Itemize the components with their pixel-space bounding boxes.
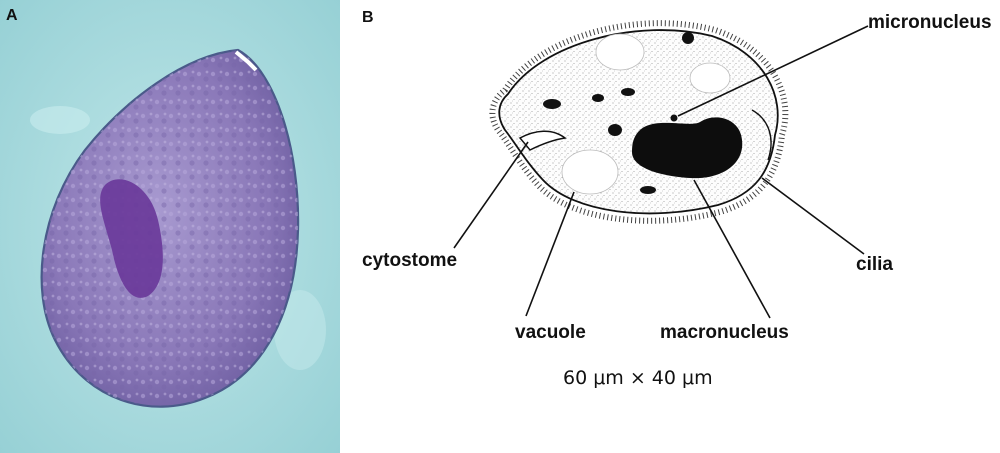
cell-texture [41,50,299,407]
label-micronucleus: micronucleus [868,12,992,33]
granule [682,32,694,44]
leader-cytostome [453,141,529,249]
micrograph-macronucleus [100,179,163,298]
panel-letter-b: B [362,9,374,26]
granule [592,94,604,102]
granule [621,88,635,96]
label-macronucleus: macronucleus [660,322,789,343]
right-fold [751,109,772,161]
background-blob [274,290,326,370]
granule [608,124,622,136]
leader-micronucleus [677,25,869,117]
leader-macronucleus [693,179,771,319]
vacuole-shape [561,149,619,195]
cilia-fringe [489,20,789,224]
vacuole-shape [595,33,645,71]
cytostome-fold [518,130,567,151]
panel-letter-a: A [6,7,18,24]
leader-cilia [761,177,865,255]
label-cilia: cilia [856,254,893,275]
micronucleus-shape [670,114,678,122]
diagram-panel: B micronucleus cytostome cilia [362,9,992,389]
vacuole-shape [689,62,731,94]
label-vacuole: vacuole [515,322,586,343]
label-cytostome: cytostome [362,250,457,271]
cell-dimensions: 60 μm × 40 μm [563,367,713,389]
cytostome-notch [234,50,258,72]
granule [640,186,656,194]
macronucleus-shape [632,117,743,179]
granule [543,99,561,109]
background-blob [30,106,90,134]
leader-vacuole [525,191,575,317]
micrograph-panel: A [0,0,340,453]
